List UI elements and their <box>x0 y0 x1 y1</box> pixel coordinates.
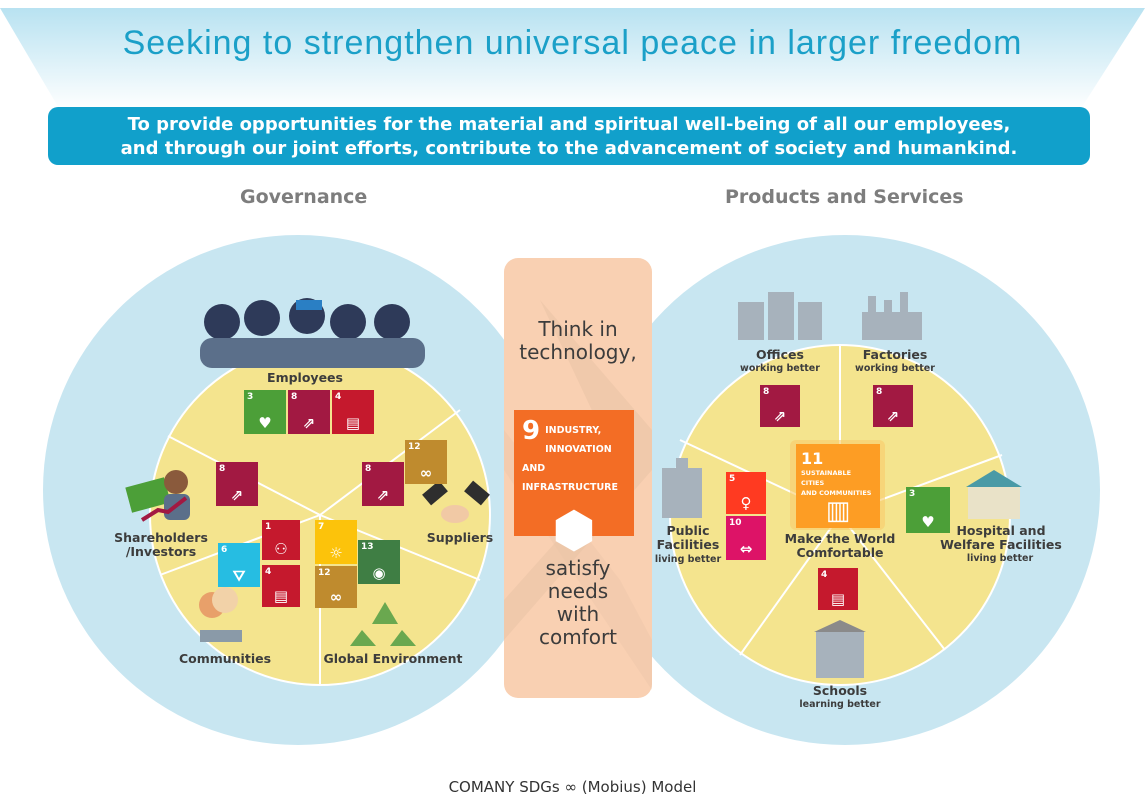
schools-label: Schools <box>812 683 868 698</box>
shareholders-label: Shareholders /Investors <box>114 530 208 559</box>
governance-heading: Governance <box>240 186 368 208</box>
page-title: Seeking to strengthen universal peace in… <box>122 24 1023 62</box>
cubes-icon: ⬢ <box>552 501 596 559</box>
handshake-icon <box>422 480 490 523</box>
center-bottom-text: satisfy needs with comfort <box>538 556 618 649</box>
schools-sub-label: learning better <box>799 699 881 710</box>
sdg4-tile: 4▤ <box>332 390 374 434</box>
offices-label: Offices <box>756 347 804 362</box>
sdg11-tile: 11 SUSTAINABLE CITIES AND COMMUNITIES ▥ <box>796 444 880 528</box>
hospital-sub-label: living better <box>966 553 1034 564</box>
sdg8-tile: 8⇗ <box>362 462 404 506</box>
sdg10-tile: 10⇔ <box>726 516 766 560</box>
mission-line-1: To provide opportunities for the materia… <box>127 114 1011 135</box>
sdg5-tile: 5♀ <box>726 472 766 514</box>
center-top-text: Think in technology, <box>519 317 637 364</box>
factories-sub-label: working better <box>855 363 935 374</box>
city-icon: ▥ <box>825 496 851 526</box>
office-building-icon <box>738 292 822 340</box>
sdg8-tile: 8⇗ <box>873 385 913 427</box>
title-banner <box>0 8 1145 110</box>
sdg9-number: 9 <box>522 416 541 446</box>
sdg12-tile: 12∞ <box>315 566 357 608</box>
sdg4-tile: 4▤ <box>818 568 858 610</box>
model-caption: COMANY SDGs ∞ (Mobius) Model <box>448 778 697 796</box>
make-world-label: Make the World Comfortable <box>784 531 896 560</box>
sdg4-tile: 4▤ <box>262 565 300 607</box>
hospital-label: Hospital and Welfare Facilities <box>940 523 1062 552</box>
mission-statement: To provide opportunities for the materia… <box>48 107 1090 165</box>
public-facilities-sub-label: living better <box>654 554 722 565</box>
sdg12-tile: 12∞ <box>405 440 447 484</box>
hospital-icon <box>966 470 1022 519</box>
sdg9-text: INDUSTRY, INNOVATION AND INFRASTRUCTURE <box>522 425 618 493</box>
sdg3-tile: 3♥ <box>906 487 950 533</box>
suppliers-label: Suppliers <box>426 530 494 545</box>
sdg3-tile: 3♥ <box>244 390 286 434</box>
global-environment-label: Global Environment <box>323 651 463 666</box>
sdg13-tile: 13◉ <box>358 540 400 584</box>
shareholder-icon <box>125 470 190 522</box>
communities-label: Communities <box>178 651 272 666</box>
factory-icon <box>862 292 922 340</box>
products-services-heading: Products and Services <box>725 186 964 208</box>
offices-sub-label: working better <box>740 363 820 374</box>
mission-line-2: and through our joint efforts, contribut… <box>120 138 1018 159</box>
sdg11-text: SUSTAINABLE CITIES AND COMMUNITIES <box>801 469 872 497</box>
sdg7-tile: 7☼ <box>315 520 357 564</box>
recycle-icon <box>350 602 416 646</box>
school-icon <box>814 620 866 678</box>
people-icon <box>200 298 425 368</box>
sdg8-tile: 8⇗ <box>288 390 330 434</box>
public-building-icon <box>662 458 702 518</box>
sdg11-number: 11 <box>801 449 824 468</box>
factories-label: Factories <box>862 347 928 362</box>
sdg6-tile: 6⛛ <box>218 543 260 587</box>
sdg8-tile: 8⇗ <box>216 462 258 506</box>
speech-bubble-icon <box>199 587 242 642</box>
employees-label: Employees <box>267 370 343 385</box>
public-facilities-label: Public Facilities <box>656 523 720 552</box>
sdg9-tile: 9 INDUSTRY, INNOVATION AND INFRASTRUCTUR… <box>514 410 634 559</box>
sdg8-tile: 8⇗ <box>760 385 800 427</box>
sdg1-tile: 1⚇ <box>262 520 300 560</box>
